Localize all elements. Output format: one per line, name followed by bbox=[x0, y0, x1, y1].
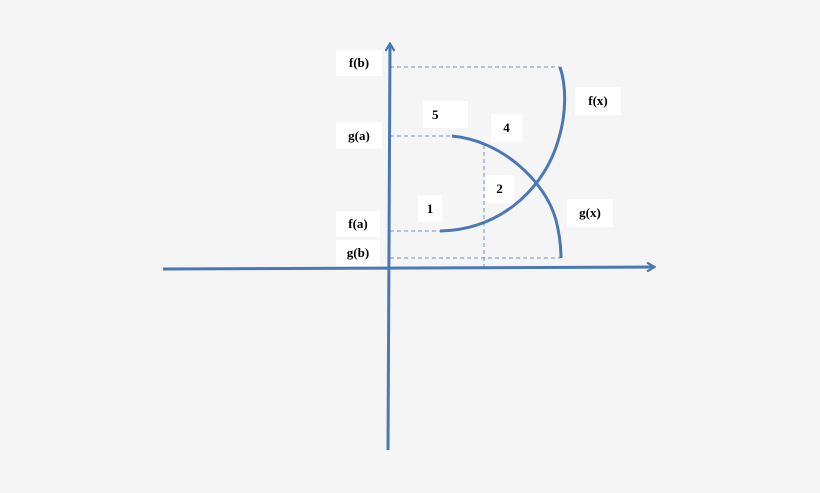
region-2-label: 2 bbox=[485, 175, 514, 203]
guide-lines bbox=[390, 66, 560, 268]
region-1-label: 1 bbox=[418, 195, 442, 222]
fa-label: f(a) bbox=[336, 211, 380, 237]
gx-label: g(x) bbox=[567, 199, 613, 227]
y-axis bbox=[388, 44, 390, 451]
region-4-label: 4 bbox=[491, 114, 522, 142]
region-5-label: 5 bbox=[423, 101, 468, 128]
x-axis bbox=[162, 267, 654, 269]
fb-label: f(b) bbox=[336, 50, 382, 76]
gx-curve bbox=[451, 134, 563, 259]
fx-label: f(x) bbox=[575, 87, 621, 115]
fx-curve bbox=[439, 66, 567, 233]
gb-label: g(b) bbox=[336, 240, 380, 266]
ga-label: g(a) bbox=[336, 122, 382, 149]
